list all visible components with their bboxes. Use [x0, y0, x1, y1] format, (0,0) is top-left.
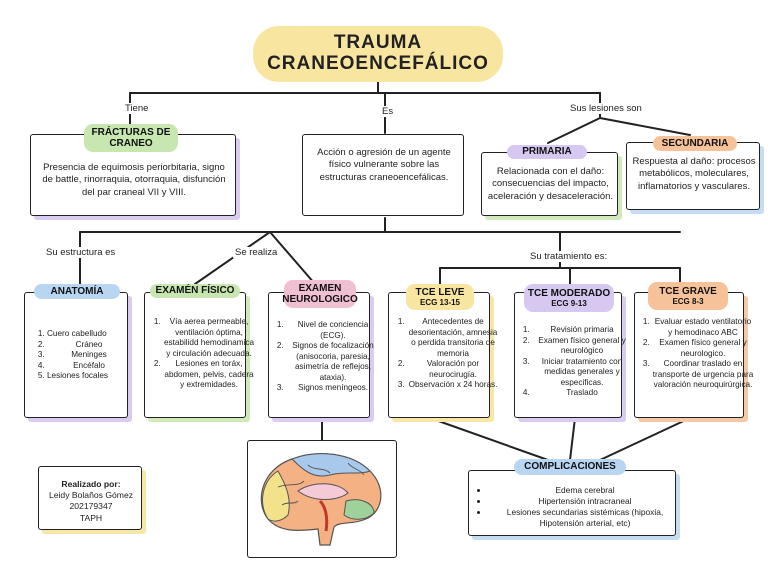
definicion-text: Acción o agresión de un agente físico vu… [317, 147, 451, 183]
examen-fisico-box: Vía aerea permeable, ventilación óptima,… [144, 292, 254, 418]
examen-neuro-tag: EXAMEN NEUROLOGICO [282, 280, 358, 308]
complicaciones-item: Hipertensión intracraneal [489, 496, 681, 507]
tce-moderado-item: Traslado [532, 388, 632, 399]
tce-grave-item: Examen físico general y neurologico. [652, 338, 754, 359]
tce-leve-ecg: ECG 13-15 [419, 298, 461, 308]
tce-grave-item: Coordinar traslado en transporte de urge… [652, 359, 754, 391]
secundaria-text: Respuesta al daño: procesos metabólicos,… [632, 156, 756, 192]
examen-neuro-item: Signos meníngeos. [286, 383, 380, 394]
fracturas-tag-line-1: FRÁCTURAS DE [91, 126, 171, 138]
definicion-box: Acción o agresión de un agente físico vu… [302, 134, 464, 216]
connector-es: Es [380, 106, 396, 117]
examen-fisico-tag: EXAMÉN FÍSICO [150, 284, 240, 298]
tce-leve-tag: TCE LEVE ECG 13-15 [406, 284, 474, 310]
tce-leve-item: Observación x 24 horas. [407, 380, 499, 391]
examen-fisico-item: Lesiones en toráx, abdomen, pelvis, cade… [163, 359, 255, 391]
tce-moderado-item: Revisión primaria [532, 325, 632, 336]
fracturas-tag: FRÁCTURAS DE CRANEO [84, 124, 178, 152]
tce-leve-list: Antecedentes de desorientación, amnesia … [393, 317, 499, 391]
tce-moderado-item: Iniciar tratamiento con medidas generale… [532, 357, 632, 389]
autor-program: TAPH [79, 512, 103, 523]
tce-leve-tag-title: TCE LEVE [415, 286, 465, 298]
anatomia-item: Cráneo [47, 340, 131, 351]
complicaciones-item: Edema cerebral [489, 485, 681, 496]
examen-neuro-list: Nivel de conciencia (ECG). Signos de foc… [272, 320, 380, 394]
examen-fisico-item: Vía aerea permeable, ventilación óptima,… [163, 317, 255, 359]
tce-grave-list: Evaluar estado ventilatorio y hemodinaco… [638, 317, 754, 391]
autor-id: 202179347 [69, 501, 113, 512]
primaria-text: Relacionada con el daño: consecuencias d… [487, 166, 614, 202]
tce-moderado-list: Revisión primaria Examen físico general … [518, 325, 632, 399]
connector-su-tratamiento: Su tratamiento es: [528, 251, 610, 262]
tce-leve-item: Antecedentes de desorientación, amnesia … [407, 317, 499, 359]
title-line-1: TRAUMA [333, 32, 423, 54]
brain-illustration-box [247, 440, 397, 558]
connector-tiene: Tiene [123, 103, 151, 114]
complicaciones-list: Edema cerebral Hipertensión intracraneal… [477, 485, 681, 529]
examen-neuro-box: Nivel de conciencia (ECG). Signos de foc… [268, 292, 374, 418]
autor-name: Leidy Bolaños Gómez [48, 490, 134, 501]
examen-neuro-item: Signos de focalización (anisocoria, pare… [286, 341, 380, 383]
anatomia-item: Lesiones focales [47, 371, 131, 382]
complicaciones-box: Edema cerebral Hipertensión intracraneal… [468, 470, 676, 536]
tce-grave-tag: TCE GRAVE ECG 8-3 [648, 282, 728, 310]
secundaria-box: Respuesta al daño: procesos metabólicos,… [626, 142, 760, 210]
anatomia-box: Cuero cabelludo Cráneo Meninges Encéfalo… [24, 292, 128, 418]
anatomia-item: Cuero cabelludo [47, 329, 131, 340]
title-line-2: CRANEOENCEFÁLICO [267, 53, 489, 74]
anatomia-tag: ANATOMÍA [34, 284, 120, 299]
autor-block: Realizado por: Leidy Bolaños Gómez 20217… [41, 479, 141, 524]
tce-moderado-box: Revisión primaria Examen físico general … [514, 292, 626, 418]
primaria-box: Relacionada con el daño: consecuencias d… [481, 152, 618, 216]
anatomia-item: Meninges [47, 350, 131, 361]
connector-su-estructura: Su estructura es [44, 247, 118, 258]
brain-icon [260, 453, 382, 546]
tce-grave-ecg: ECG 8-3 [672, 297, 704, 307]
tce-moderado-item: Examen físico general y neurológico [532, 336, 632, 357]
tce-grave-box: Evaluar estado ventilatorio y hemodinaco… [634, 292, 753, 418]
main-title: TRAUMA CRANEOENCEFÁLICO [253, 26, 503, 82]
fracturas-text: Presencia de equimosis periorbitaria, si… [42, 162, 226, 198]
primaria-tag: PRIMARIA [507, 145, 587, 159]
examen-fisico-list: Vía aerea permeable, ventilación óptima,… [149, 317, 255, 391]
complicaciones-tag: COMPLICACIONES [514, 459, 626, 475]
fracturas-tag-line-2: CRANEO [109, 138, 153, 149]
connector-sus-lesiones: Sus lesiones son [568, 103, 644, 114]
examen-neuro-tag-line-1: EXAMEN [298, 282, 342, 294]
tce-grave-tag-title: TCE GRAVE [659, 285, 717, 297]
tce-leve-item: Valoración por neurocirugía. [407, 359, 499, 380]
tce-moderado-ecg: ECG 9-13 [551, 299, 587, 309]
examen-neuro-item: Nivel de conciencia (ECG). [286, 320, 380, 341]
tce-grave-item: Evaluar estado ventilatorio y hemodinaco… [652, 317, 754, 338]
anatomia-item: Encéfalo [47, 361, 131, 372]
tce-moderado-tag-title: TCE MODERADO [527, 287, 611, 299]
tce-moderado-tag: TCE MODERADO ECG 9-13 [524, 284, 614, 312]
examen-neuro-tag-line-2: NEUROLOGICO [282, 294, 358, 305]
autor-label: Realizado por: [61, 479, 121, 489]
fracturas-box: Presencia de equimosis periorbitaria, si… [30, 134, 236, 216]
secundaria-tag: SECUNDARIA [653, 136, 737, 151]
complicaciones-item: Lesiones secundarias sistémicas (hipoxia… [489, 507, 681, 529]
autor-box: Realizado por: Leidy Bolaños Gómez 20217… [38, 466, 142, 530]
anatomia-list: Cuero cabelludo Cráneo Meninges Encéfalo… [33, 329, 131, 382]
tce-leve-box: Antecedentes de desorientación, amnesia … [388, 292, 497, 418]
connector-se-realiza: Se realiza [233, 247, 280, 258]
